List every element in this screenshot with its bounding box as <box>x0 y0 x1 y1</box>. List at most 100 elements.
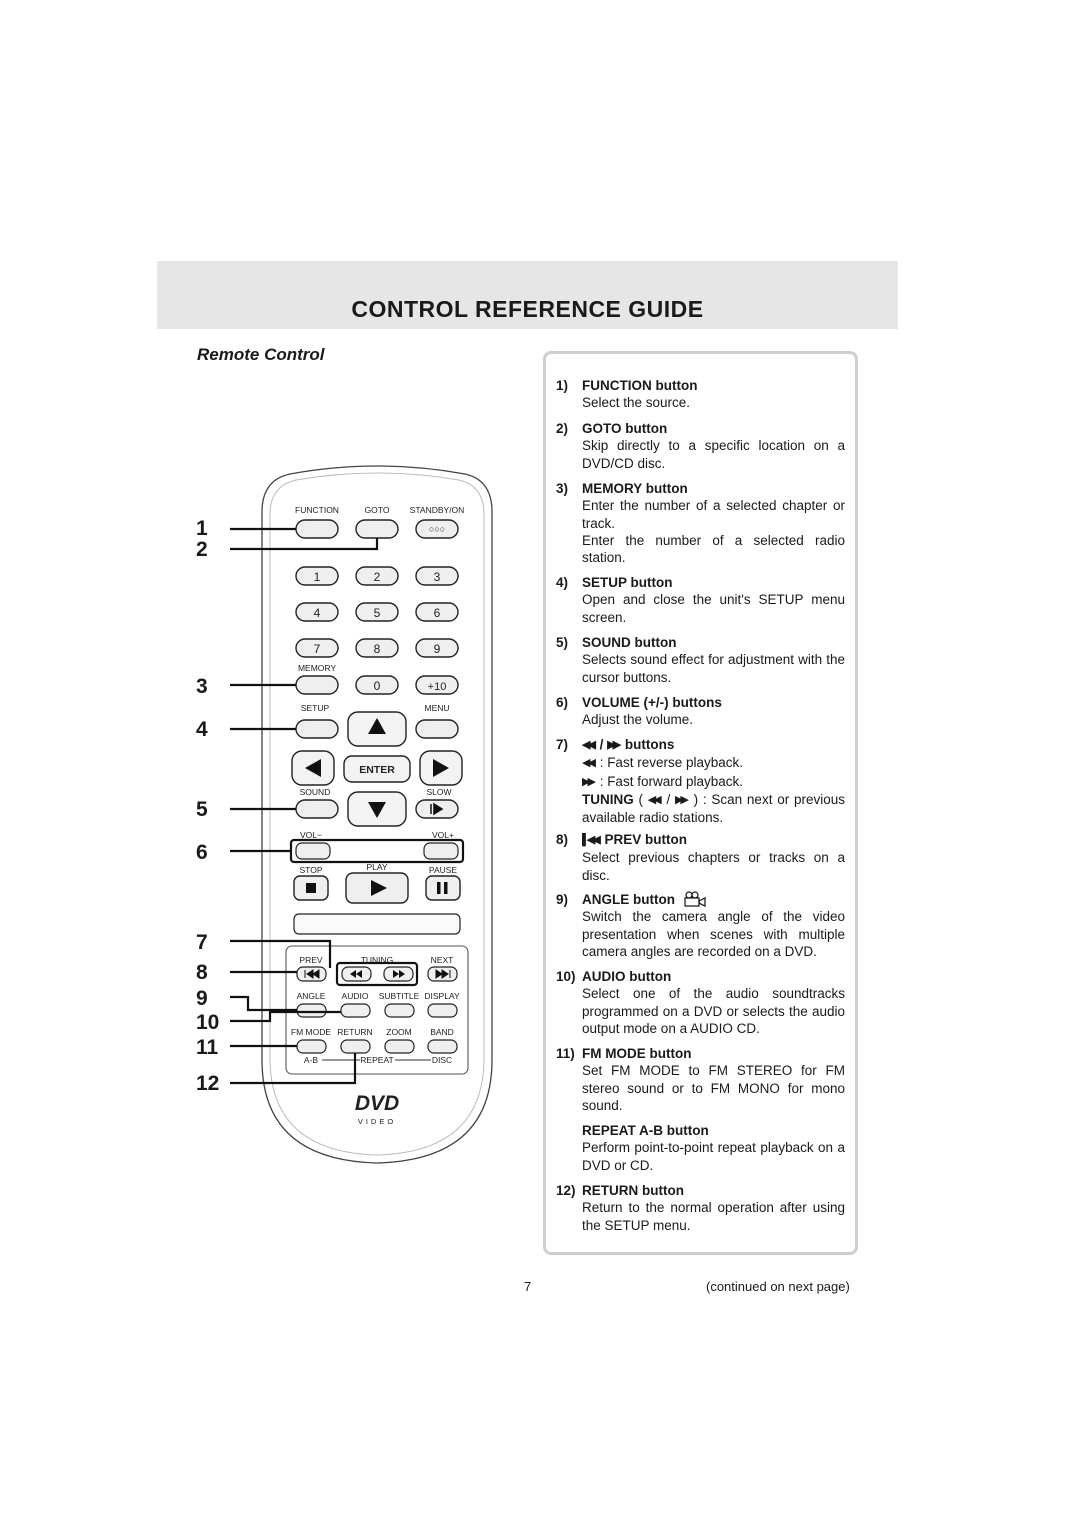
callout-lines <box>230 527 379 1085</box>
callout-line-10 <box>230 1010 341 1023</box>
standby-button[interactable] <box>415 519 459 539</box>
key-1[interactable] <box>295 566 339 586</box>
key-plus10-label: +10 <box>428 681 447 693</box>
memory-button[interactable] <box>295 675 339 695</box>
entry-heading: AUDIO button <box>582 969 672 984</box>
rewind-icon <box>350 970 362 978</box>
key-plus10[interactable] <box>415 675 459 695</box>
section-title: Remote Control <box>197 345 325 364</box>
entry-text: Select previous chapters or tracks on a … <box>582 850 845 883</box>
entry-number: 5) <box>556 635 569 650</box>
entry-goto: 2) GOTO button Skip directly to a specif… <box>556 420 845 472</box>
key-1-label: 1 <box>314 570 321 584</box>
entry-heading: FM MODE button <box>582 1046 692 1061</box>
entry-audio: 10) AUDIO button Select one of the audio… <box>556 968 845 1037</box>
tuning-highlight <box>335 961 419 987</box>
pause-label: PAUSE <box>429 865 458 875</box>
entry-text: Perform point-to-point repeat playback o… <box>582 1140 845 1173</box>
key-2-label: 2 <box>374 570 381 584</box>
key-2[interactable] <box>355 566 399 586</box>
entry-heading: RETURN button <box>582 1183 684 1198</box>
tuning-description: TUNING ( ◀◀ / ▶▶ ) : Scan next or previo… <box>582 791 845 826</box>
next-icon <box>435 969 451 979</box>
subtitle-button[interactable] <box>384 1003 415 1018</box>
tuning-label: TUNING <box>361 955 394 965</box>
enter-label: ENTER <box>359 764 395 776</box>
entry-text: Enter the number of a selected radio sta… <box>582 532 845 566</box>
function-button[interactable] <box>295 519 339 539</box>
display-button[interactable] <box>427 1003 458 1018</box>
left-arrow-icon <box>305 759 321 777</box>
down-arrow-icon <box>368 802 386 818</box>
entry-volume: 6) VOLUME (+/-) buttons Adjust the volum… <box>556 694 845 729</box>
pause-icon <box>437 882 441 894</box>
callout-6: 6 <box>196 841 208 864</box>
pause-button[interactable] <box>425 875 461 901</box>
band-button[interactable] <box>427 1039 458 1054</box>
key-4[interactable] <box>295 602 339 622</box>
entry-number: 4) <box>556 575 569 590</box>
standby-glyph: ○○○ <box>429 524 445 534</box>
entry-number: 9) <box>556 892 569 907</box>
remote-inner-edge <box>269 472 485 1156</box>
key-8[interactable] <box>355 638 399 658</box>
sound-button[interactable] <box>295 799 339 819</box>
entry-setup: 4) SETUP button Open and close the unit'… <box>556 574 845 626</box>
entry-heading: ANGLE button <box>582 891 845 908</box>
callout-5: 5 <box>196 798 208 821</box>
entry-heading: MEMORY button <box>582 481 688 496</box>
vol-minus-button[interactable] <box>295 842 331 860</box>
entry-heading: REPEAT A-B button <box>582 1123 709 1138</box>
callout-line-9 <box>230 995 297 1012</box>
callout-3: 3 <box>196 675 208 698</box>
entry-heading: GOTO button <box>582 421 668 436</box>
vol-plus-button[interactable] <box>423 842 459 860</box>
disc-label: DISC <box>432 1055 452 1065</box>
zoom-label: ZOOM <box>386 1027 412 1037</box>
key-0-label: 0 <box>374 679 381 693</box>
entry-prev: 8) ▌◀◀ PREV button Select previous chapt… <box>556 831 845 884</box>
key-3[interactable] <box>415 566 459 586</box>
angle-button[interactable] <box>296 1003 327 1018</box>
entry-number: 12) <box>556 1183 576 1198</box>
entry-function: 1) FUNCTION button Select the source. <box>556 377 845 412</box>
key-9[interactable] <box>415 638 459 658</box>
zoom-button[interactable] <box>384 1039 415 1054</box>
entry-number: 11) <box>556 1046 575 1061</box>
key-6[interactable] <box>415 602 459 622</box>
key-5[interactable] <box>355 602 399 622</box>
entry-text: Skip directly to a specific location on … <box>582 438 845 471</box>
stop-icon <box>306 883 316 893</box>
entry-text: Open and close the unit's SETUP menu scr… <box>582 592 845 625</box>
audio-button[interactable] <box>340 1003 371 1018</box>
up-arrow-icon <box>368 718 386 734</box>
ir-window <box>293 913 461 935</box>
callout-line-2 <box>230 538 379 551</box>
key-0[interactable] <box>355 675 399 695</box>
rewind-description: ◀◀ : Fast reverse playback. <box>582 754 845 772</box>
fm-mode-button[interactable] <box>296 1039 327 1054</box>
key-8-label: 8 <box>374 642 381 656</box>
right-arrow-icon <box>433 759 449 777</box>
menu-button[interactable] <box>415 719 459 739</box>
repeat-label: REPEAT <box>360 1055 393 1065</box>
rewind-icon: ◀◀ <box>582 757 596 770</box>
setup-button[interactable] <box>295 719 339 739</box>
callout-1: 1 <box>196 517 208 540</box>
key-6-label: 6 <box>434 606 441 620</box>
callout-12: 12 <box>196 1072 220 1095</box>
key-7[interactable] <box>295 638 339 658</box>
page-number: 7 <box>524 1279 532 1294</box>
prev-icon: ▌◀◀ <box>582 834 601 846</box>
subtitle-label: SUBTITLE <box>379 991 420 1001</box>
page-title: CONTROL REFERENCE GUIDE <box>351 296 704 322</box>
callout-2: 2 <box>196 538 208 561</box>
title-banner: CONTROL REFERENCE GUIDE <box>157 261 898 329</box>
vol-minus-label: VOL− <box>300 830 322 840</box>
return-button[interactable] <box>340 1039 371 1054</box>
enter-button[interactable] <box>343 755 411 783</box>
entry-heading: ▌◀◀ PREV button <box>582 831 845 849</box>
goto-button[interactable] <box>355 519 399 539</box>
key-4-label: 4 <box>314 606 321 620</box>
